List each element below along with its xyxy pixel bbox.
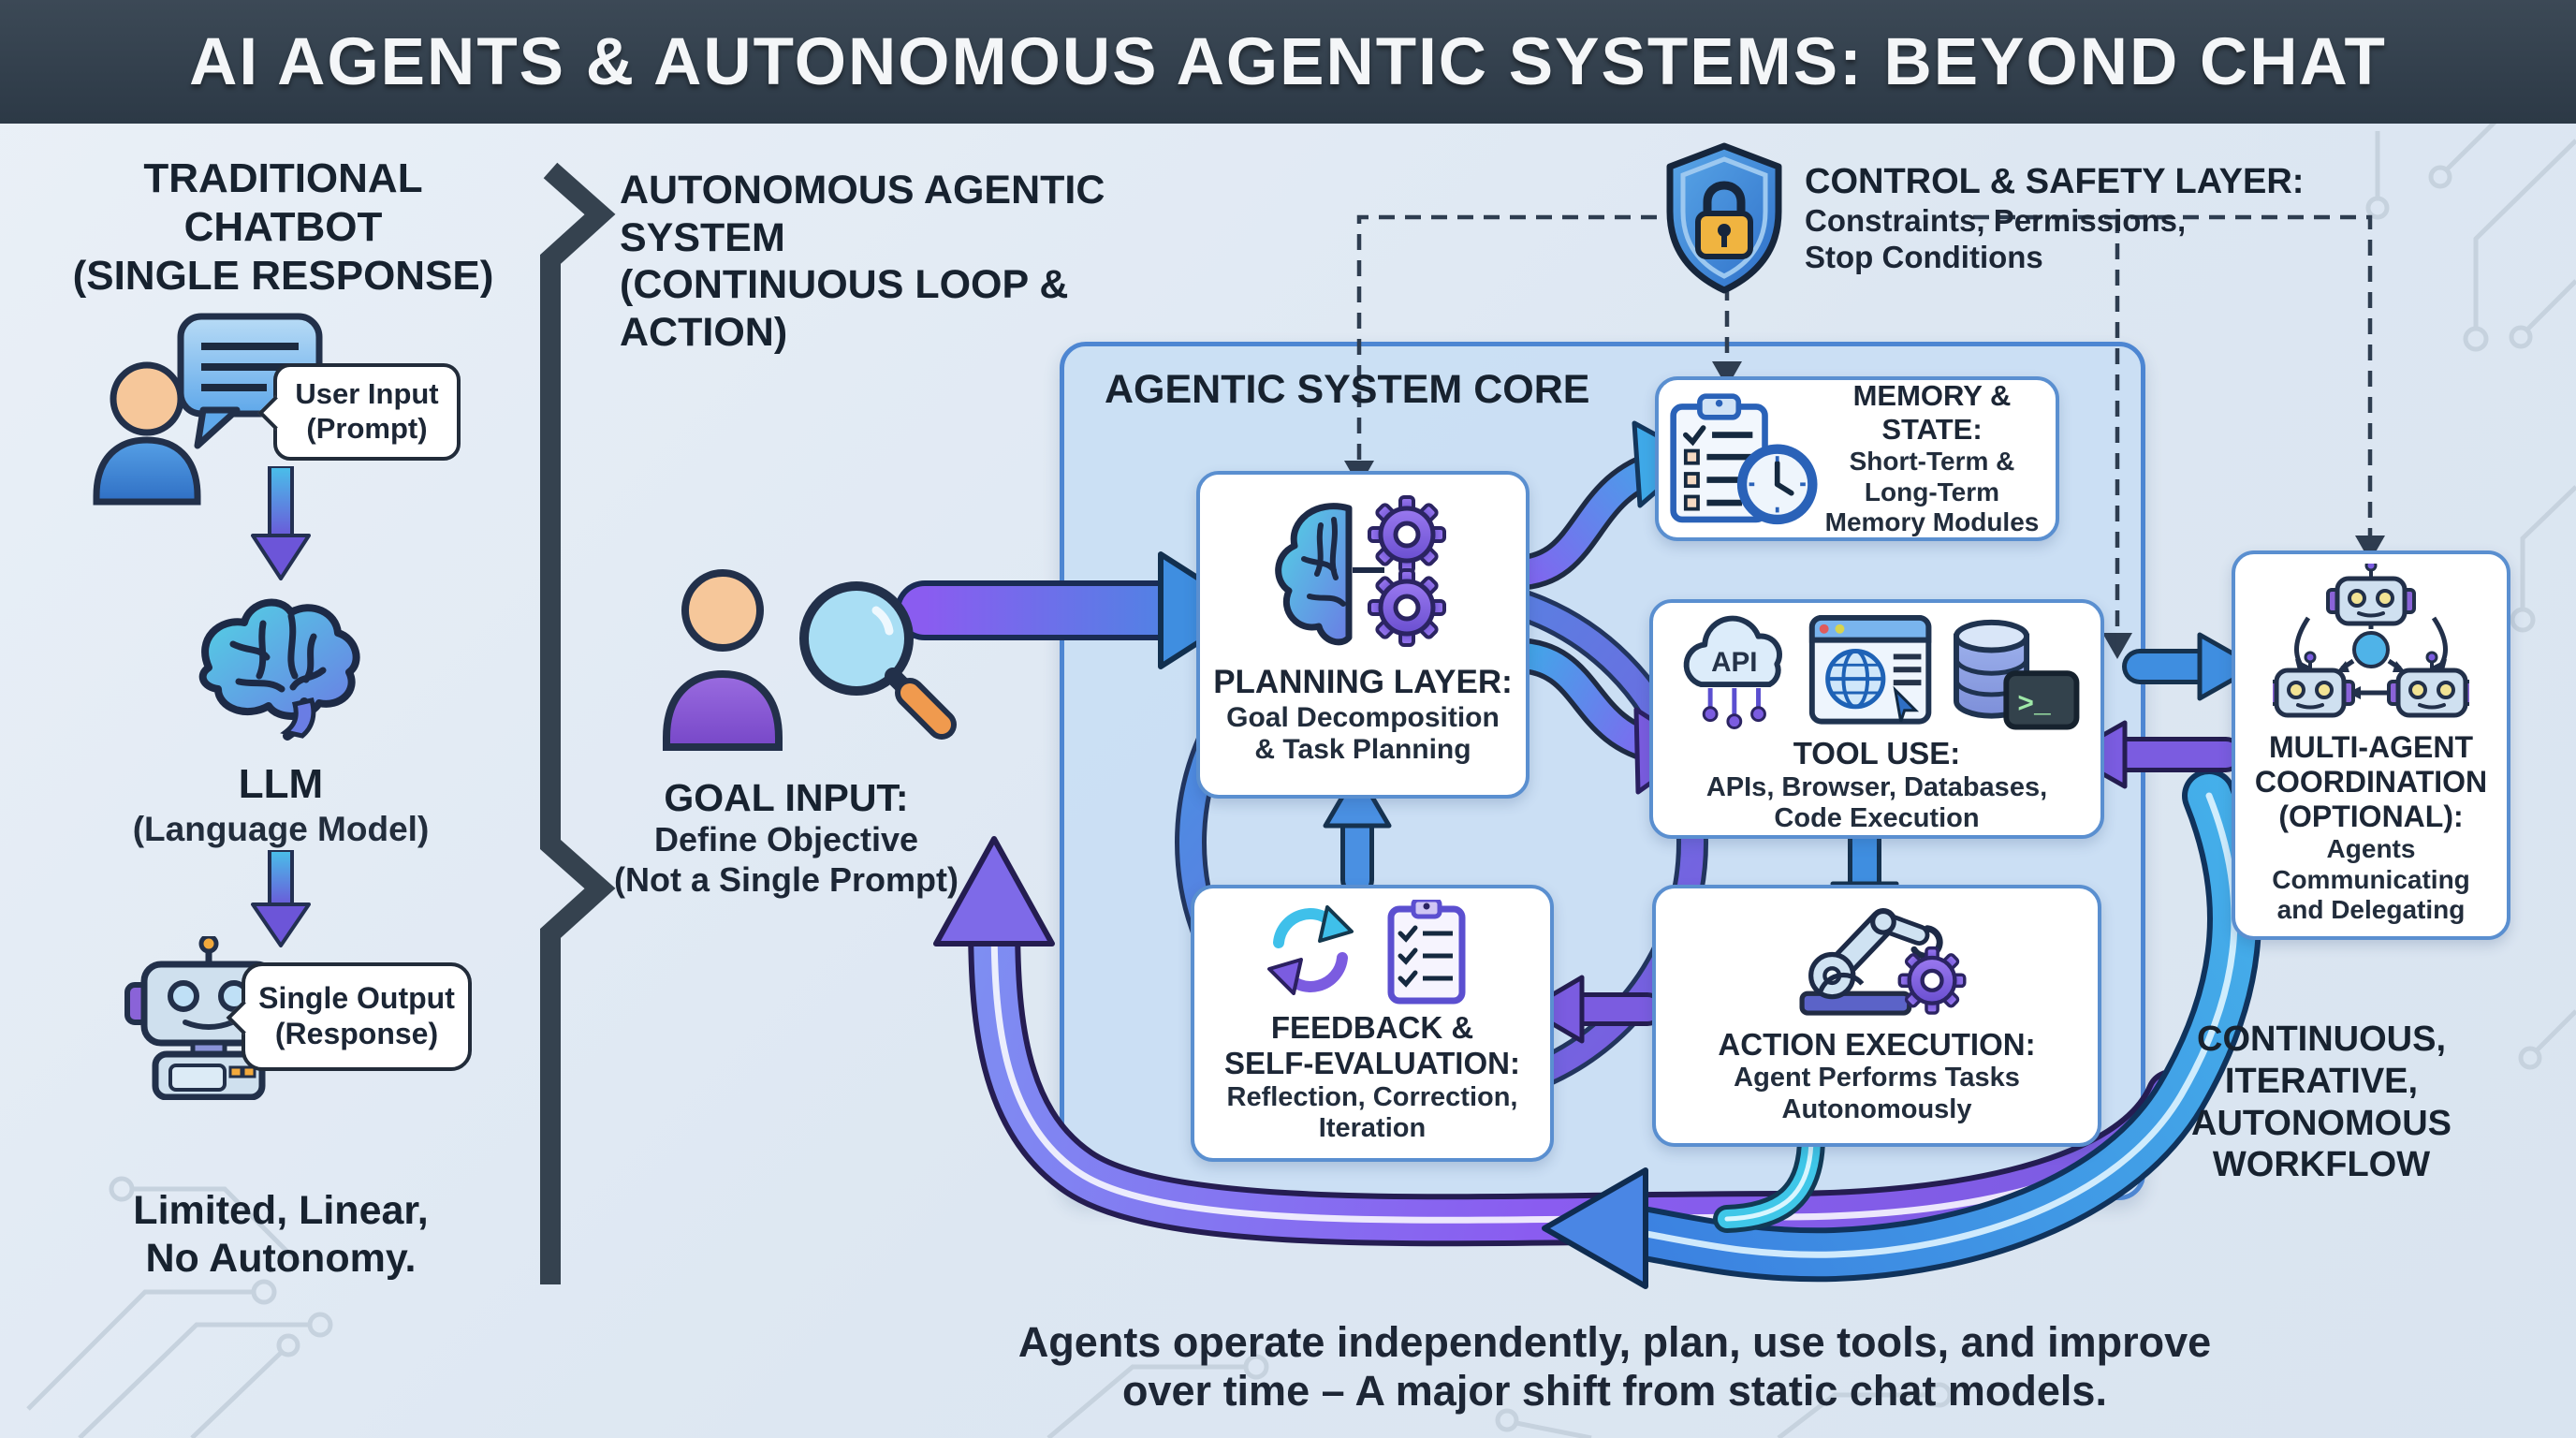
user-input-callout: User Input (Prompt) [257,363,461,461]
cycle-arrows-icon [1267,900,1466,1005]
feedback-box: FEEDBACK & SELF-EVALUATION: Reflection, … [1191,885,1554,1162]
memory-state-box: MEMORY & STATE: Short-Term & Long-Term M… [1655,376,2059,541]
multi-line2: Communicating [2272,864,2470,894]
workflow-line2: ITERATIVE, [2224,1061,2419,1101]
left-footer: Limited, Linear, No Autonomy. [84,1187,477,1282]
control-safety-line2: Stop Conditions [1805,239,2043,274]
page-title: AI AGENTS & AUTONOMOUS AGENTIC SYSTEMS: … [189,24,2387,99]
half-brain-gears-icon [1275,488,1471,656]
feedback-title1: FEEDBACK & [1270,1010,1474,1045]
down-arrow-icon [251,850,311,947]
magnifier-icon [799,581,957,740]
bottom-caption: Agents operate independently, plan, use … [842,1318,2387,1416]
api-cloud-icon: API [1683,615,1782,730]
safety-dashed-connectors [1356,214,2373,635]
multi-title2: COORDINATION [2254,765,2488,800]
tool-icons: API [1683,614,2080,730]
memory-title: MEMORY & STATE: [1852,379,2012,447]
workflow-line4: WORKFLOW [2212,1145,2431,1185]
planning-line2: & Task Planning [1254,734,1471,766]
core-label: AGENTIC SYSTEM CORE [1105,367,1590,412]
action-execution-box: ACTION EXECUTION: Agent Performs Tasks A… [1652,885,2101,1147]
core-to-multiagent-arrow [2122,632,2259,701]
robot-arm-gear-icon [1799,908,1980,1016]
checklist-icon [1387,900,1466,1005]
single-output-line1: Single Output [258,981,455,1016]
title-bar: AI AGENTS & AUTONOMOUS AGENTIC SYSTEMS: … [0,0,2576,124]
multi-title3: (OPTIONAL): [2278,800,2464,834]
feedback-line2: Iteration [1318,1113,1427,1144]
multi-agent-box: MULTI-AGENT COORDINATION (OPTIONAL): Age… [2232,550,2510,940]
api-label: API [1711,647,1757,678]
agentic-heading-line2: (CONTINUOUS LOOP & ACTION) [620,262,1069,356]
goal-input-line1: Define Objective [653,820,919,859]
workflow-line3: AUTONOMOUS [2191,1103,2452,1143]
column-divider-zigzag [540,162,616,1284]
llm-label-block: LLM (Language Model) [131,760,431,850]
goal-input-block: GOAL INPUT: Define Objective (Not a Sing… [599,775,973,900]
user-input-line2: (Prompt) [306,412,428,445]
terminal-icon: >_ [2003,670,2080,730]
agentic-heading-line1: AUTONOMOUS AGENTIC SYSTEM [620,168,1105,260]
left-heading-line1: TRADITIONAL CHATBOT [143,155,423,250]
memory-line2: Long-Term [1864,477,2000,506]
multi-line3: and Delegating [2276,895,2466,925]
left-footer-line1: Limited, Linear, [133,1188,429,1233]
planning-layer-box: PLANNING LAYER: Goal Decomposition & Tas… [1196,471,1530,799]
planning-line1: Goal Decomposition [1226,701,1500,733]
feedback-to-planning-arrow [1323,769,1392,897]
brain-icon [198,598,360,741]
multi-line1: Agents [2326,834,2416,864]
clipboard-clock-icon [1670,393,1818,525]
agentic-heading: AUTONOMOUS AGENTIC SYSTEM (CONTINUOUS LO… [620,167,1219,357]
action-to-loop-connector [1713,1123,1825,1233]
left-footer-line2: No Autonomy. [145,1235,417,1281]
user-input-line1: User Input [295,377,439,411]
person-search-icon [663,569,957,751]
terminal-glyph: >_ [2017,689,2051,721]
left-heading: TRADITIONAL CHATBOT (SINGLE RESPONSE) [51,154,515,301]
memory-line3: Memory Modules [1824,507,2040,537]
control-safety-block: CONTROL & SAFETY LAYER: Constraints, Per… [1805,161,2329,276]
browser-globe-icon [1808,614,1932,725]
workflow-line1: CONTINUOUS, [2197,1020,2446,1059]
feedback-title2: SELF-EVALUATION: [1224,1046,1520,1081]
llm-sublabel: (Language Model) [132,809,430,848]
memory-line1: Short-Term & [1849,447,2015,477]
single-output-callout: Single Output (Response) [226,962,472,1071]
tool-line1: APIs, Browser, Databases, [1705,771,2048,802]
left-heading-line2: (SINGLE RESPONSE) [72,252,494,299]
planning-title: PLANNING LAYER: [1213,664,1513,700]
caption-line2: over time – A major shift from static ch… [1122,1366,2107,1415]
feedback-line1: Reflection, Correction, [1226,1081,1518,1112]
loop-arrow-blue [1542,769,2262,1289]
down-arrow-icon [251,466,311,580]
goal-input-title: GOAL INPUT: [664,776,909,819]
shield-lock-icon [1666,142,1782,294]
llm-label: LLM [238,761,324,807]
control-safety-title: CONTROL & SAFETY LAYER: [1805,162,2305,201]
action-to-feedback-arrow [1525,975,1664,1044]
action-line1: Agent Performs Tasks [1734,1063,2020,1093]
tool-use-box: API [1649,599,2104,839]
tool-title: TOOL USE: [1793,736,1961,771]
multi-title1: MULTI-AGENT [2268,730,2474,764]
multi-robot-network-icon [2273,564,2469,721]
workflow-label: CONTINUOUS, ITERATIVE, AUTONOMOUS WORKFL… [2144,1019,2499,1186]
caption-line1: Agents operate independently, plan, use … [1017,1318,2212,1366]
single-output-line2: (Response) [274,1017,439,1050]
control-safety-line1: Constraints, Permissions, [1805,202,2187,238]
goal-input-line2: (Not a Single Prompt) [614,859,959,899]
tool-line2: Code Execution [1774,803,1980,834]
action-line2: Autonomously [1781,1093,1972,1124]
memory-text: MEMORY & STATE: Short-Term & Long-Term M… [1818,379,2046,537]
action-title: ACTION EXECUTION: [1718,1027,2036,1062]
